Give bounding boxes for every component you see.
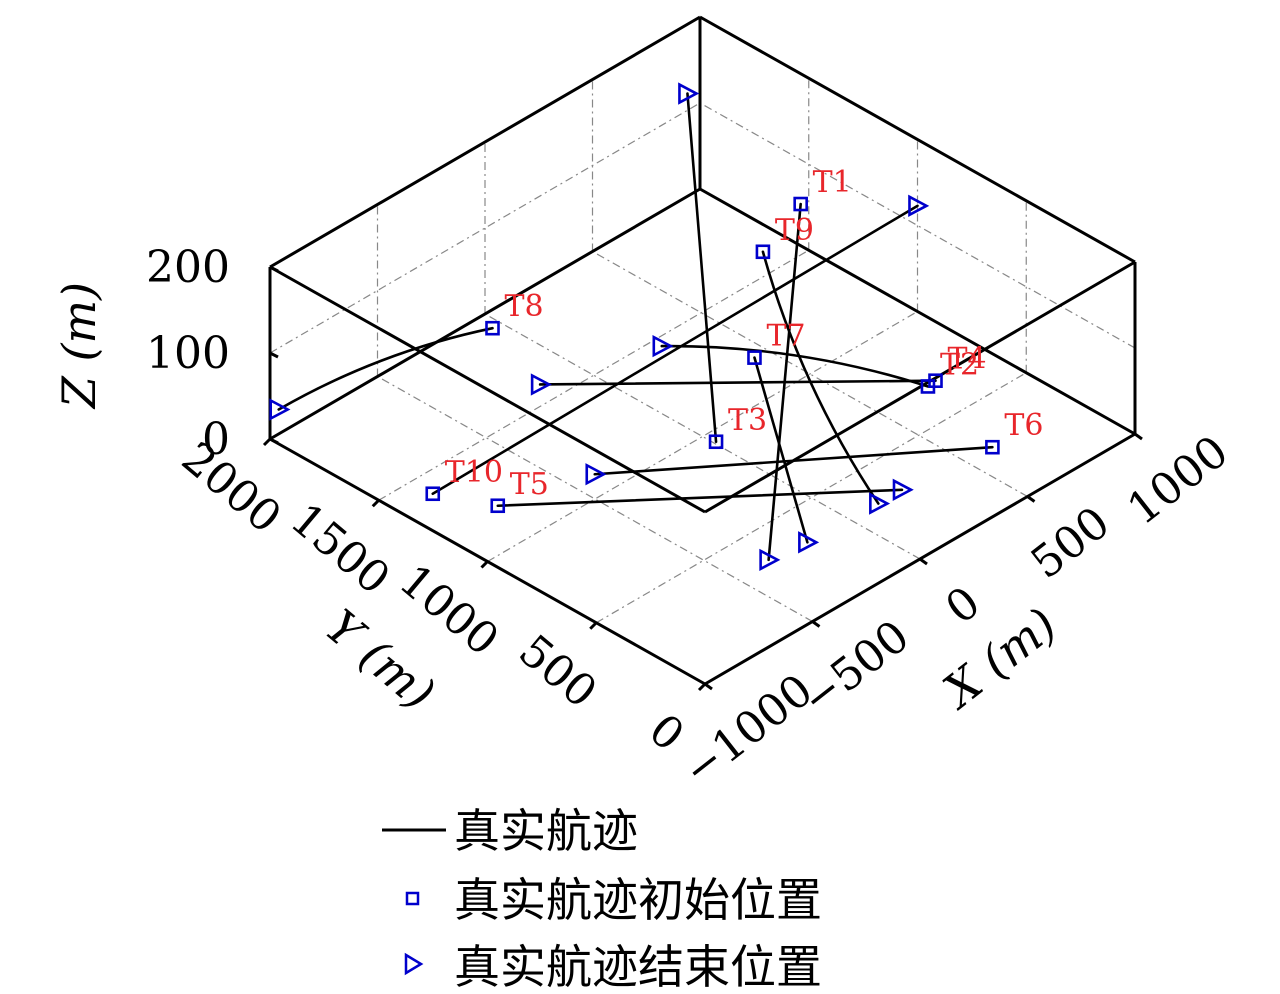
legend-label-track: 真实航迹: [454, 804, 638, 858]
track-label-T5: T5: [510, 467, 549, 502]
legend-label-end: 真实航迹结束位置: [454, 940, 822, 994]
start-marker-T3: [708, 434, 724, 450]
track-T2: [660, 344, 930, 388]
end-marker-T10: [908, 194, 930, 217]
start-marker-T6: [985, 439, 1000, 455]
axes-edge: [699, 15, 1136, 264]
x-tick-label: 0: [936, 577, 989, 634]
track-label-T4: T4: [948, 342, 987, 377]
track-T10: [431, 204, 919, 496]
start-marker-T8: [485, 320, 500, 336]
start-marker-T10: [425, 486, 441, 502]
track-markers: [269, 82, 1000, 572]
track-T8: [277, 326, 494, 411]
track-T9: [761, 250, 880, 505]
axes-edge: [269, 187, 701, 441]
track-T3: [686, 92, 718, 444]
track-label-T3: T3: [728, 403, 767, 438]
tracks: [277, 92, 994, 562]
track-T4: [538, 379, 937, 386]
z-axis-label: Z (m): [52, 282, 106, 410]
track-label-T6: T6: [1004, 408, 1043, 443]
end-marker-T6: [585, 463, 607, 486]
z-tick-mark: [269, 351, 279, 359]
grid-line: [595, 372, 1027, 624]
start-marker-T7: [747, 350, 762, 365]
y-tick-mark: [697, 682, 707, 692]
axes-edge: [704, 260, 1136, 514]
track-T7: [753, 356, 809, 544]
grid-line: [484, 313, 921, 560]
axes-edge: [269, 15, 701, 269]
z-tick-label: 100: [146, 328, 230, 379]
z-tick-label: 200: [146, 242, 230, 293]
end-marker-T2: [652, 334, 674, 358]
z-tick-mark: [269, 437, 279, 445]
x-tick-mark: [919, 557, 928, 566]
legend-label-start: 真实航迹初始位置: [454, 873, 822, 927]
start-marker-T4: [928, 373, 943, 389]
x-tick-label: −500: [792, 611, 919, 726]
y-tick-label: 500: [509, 625, 606, 718]
y-tick-mark: [262, 437, 272, 447]
legend-square-swatch: [405, 891, 420, 906]
z-tick-mark: [269, 265, 279, 273]
track-label-T1: T1: [813, 165, 852, 200]
y-tick-label: 1500: [281, 494, 400, 605]
legend: 真实航迹 真实航迹初始位置 真实航迹结束位置: [382, 804, 822, 994]
grid-line: [377, 375, 813, 623]
end-marker-T4: [530, 373, 552, 396]
y-tick-label: 2000: [172, 432, 291, 543]
y-tick-mark: [589, 621, 598, 630]
x-tick-mark: [1026, 495, 1036, 503]
z-tick-label: 0: [202, 414, 230, 465]
x-tick-label: 500: [1022, 497, 1120, 589]
grid-line: [378, 249, 810, 501]
grid-line: [487, 310, 918, 563]
start-marker-T9: [755, 244, 771, 260]
end-marker-T9: [869, 492, 891, 515]
track-T5: [496, 488, 904, 508]
track-T6: [593, 445, 994, 476]
x-tick-mark: [704, 682, 713, 691]
axes-edge: [699, 187, 1136, 436]
track-label-T2: T2: [940, 347, 979, 382]
x-axis-label: X (m): [931, 597, 1067, 720]
x-tick-label: 1000: [1118, 426, 1238, 535]
y-tick-mark: [371, 499, 380, 508]
end-marker-T7: [798, 531, 820, 554]
x-tick-mark: [811, 620, 821, 628]
end-marker-T1: [759, 548, 781, 572]
track-label-T8: T8: [505, 289, 544, 324]
track-label-T7: T7: [766, 319, 805, 354]
start-marker-T1: [793, 196, 808, 212]
x-tick-mark: [1134, 432, 1143, 441]
end-marker-T8: [269, 398, 291, 421]
grid-line: [592, 250, 1028, 498]
grid-line: [269, 102, 701, 354]
grid-line: [699, 102, 1136, 349]
track-label-T9: T9: [775, 213, 814, 248]
y-tick-mark: [480, 560, 489, 569]
end-marker-T3: [678, 82, 700, 105]
start-marker-T5: [490, 498, 506, 514]
legend-triangle-swatch: [404, 952, 424, 976]
track-label-T10: T10: [445, 455, 503, 490]
end-marker-T5: [892, 478, 914, 501]
